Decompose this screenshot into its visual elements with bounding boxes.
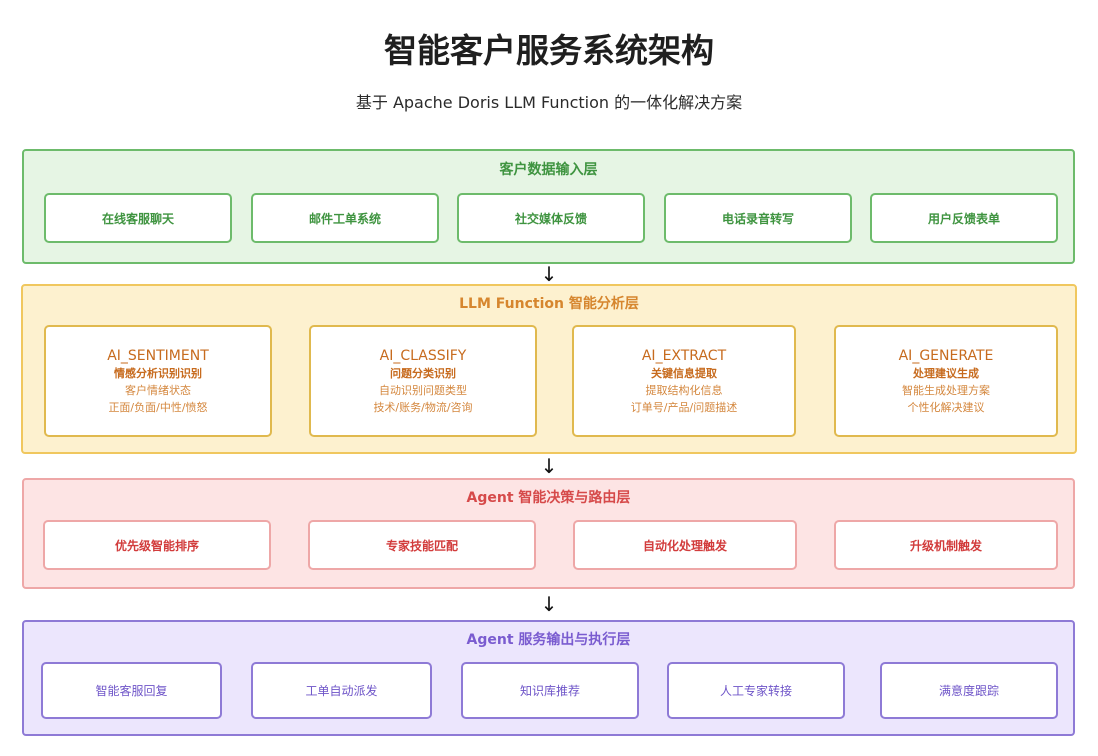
function-label: 处理建议生成 [913,367,979,380]
decision-layer-title: Agent 智能决策与路由层 [466,490,631,506]
function-desc: 自动识别问题类型 [379,384,467,397]
analysis-layer-title: LLM Function 智能分析层 [459,296,639,312]
analysis-layer: LLM Function 智能分析层 AI_SENTIMENT 情感分析识别识别… [21,284,1077,454]
output-expert-transfer: 人工专家转接 [667,662,845,719]
flow-arrow: ↓ [540,262,558,286]
decision-expert-matching: 专家技能匹配 [308,520,536,570]
input-layer: 客户数据输入层 在线客服聊天 邮件工单系统 社交媒体反馈 电话录音转写 用户反馈… [22,149,1075,264]
decision-escalation: 升级机制触发 [834,520,1058,570]
function-card-generate: AI_GENERATE 处理建议生成 智能生成处理方案 个性化解决建议 [834,325,1058,437]
function-desc: 客户情绪状态 [125,384,191,397]
function-desc: 提取结构化信息 [645,384,723,397]
flow-arrow: ↓ [540,454,558,478]
output-layer: Agent 服务输出与执行层 智能客服回复 工单自动派发 知识库推荐 人工专家转… [22,620,1075,736]
output-satisfaction-tracking: 满意度跟踪 [880,662,1058,719]
input-layer-title: 客户数据输入层 [499,162,598,178]
function-name: AI_CLASSIFY [379,348,467,364]
function-label: 情感分析识别识别 [114,367,202,380]
decision-priority-ranking: 优先级智能排序 [43,520,271,570]
function-examples: 技术/账务/物流/咨询 [373,401,473,414]
output-layer-title: Agent 服务输出与执行层 [466,632,631,648]
function-label: 问题分类识别 [390,367,456,380]
input-source-phone-transcript: 电话录音转写 [664,193,852,243]
function-examples: 订单号/产品/问题描述 [630,401,738,414]
function-name: AI_SENTIMENT [107,348,209,364]
page-title: 智能客户服务系统架构 [384,31,714,70]
output-smart-reply: 智能客服回复 [41,662,222,719]
function-examples: 个性化解决建议 [907,401,985,414]
function-name: AI_GENERATE [898,348,994,364]
decision-auto-processing: 自动化处理触发 [573,520,797,570]
function-card-sentiment: AI_SENTIMENT 情感分析识别识别 客户情绪状态 正面/负面/中性/愤怒 [44,325,272,437]
flow-arrow: ↓ [540,592,558,616]
output-ticket-dispatch: 工单自动派发 [251,662,432,719]
output-knowledge-recommend: 知识库推荐 [461,662,639,719]
input-source-online-chat: 在线客服聊天 [44,193,232,243]
input-source-feedback-form: 用户反馈表单 [870,193,1058,243]
function-label: 关键信息提取 [651,367,717,380]
function-card-classify: AI_CLASSIFY 问题分类识别 自动识别问题类型 技术/账务/物流/咨询 [309,325,537,437]
decision-layer: Agent 智能决策与路由层 优先级智能排序 专家技能匹配 自动化处理触发 升级… [22,478,1075,589]
input-source-email-ticket: 邮件工单系统 [251,193,439,243]
input-source-social-media: 社交媒体反馈 [457,193,645,243]
function-name: AI_EXTRACT [641,348,727,364]
function-desc: 智能生成处理方案 [902,384,990,397]
page-subtitle: 基于 Apache Doris LLM Function 的一体化解决方案 [355,93,743,112]
function-examples: 正面/负面/中性/愤怒 [108,401,208,414]
function-card-extract: AI_EXTRACT 关键信息提取 提取结构化信息 订单号/产品/问题描述 [572,325,796,437]
